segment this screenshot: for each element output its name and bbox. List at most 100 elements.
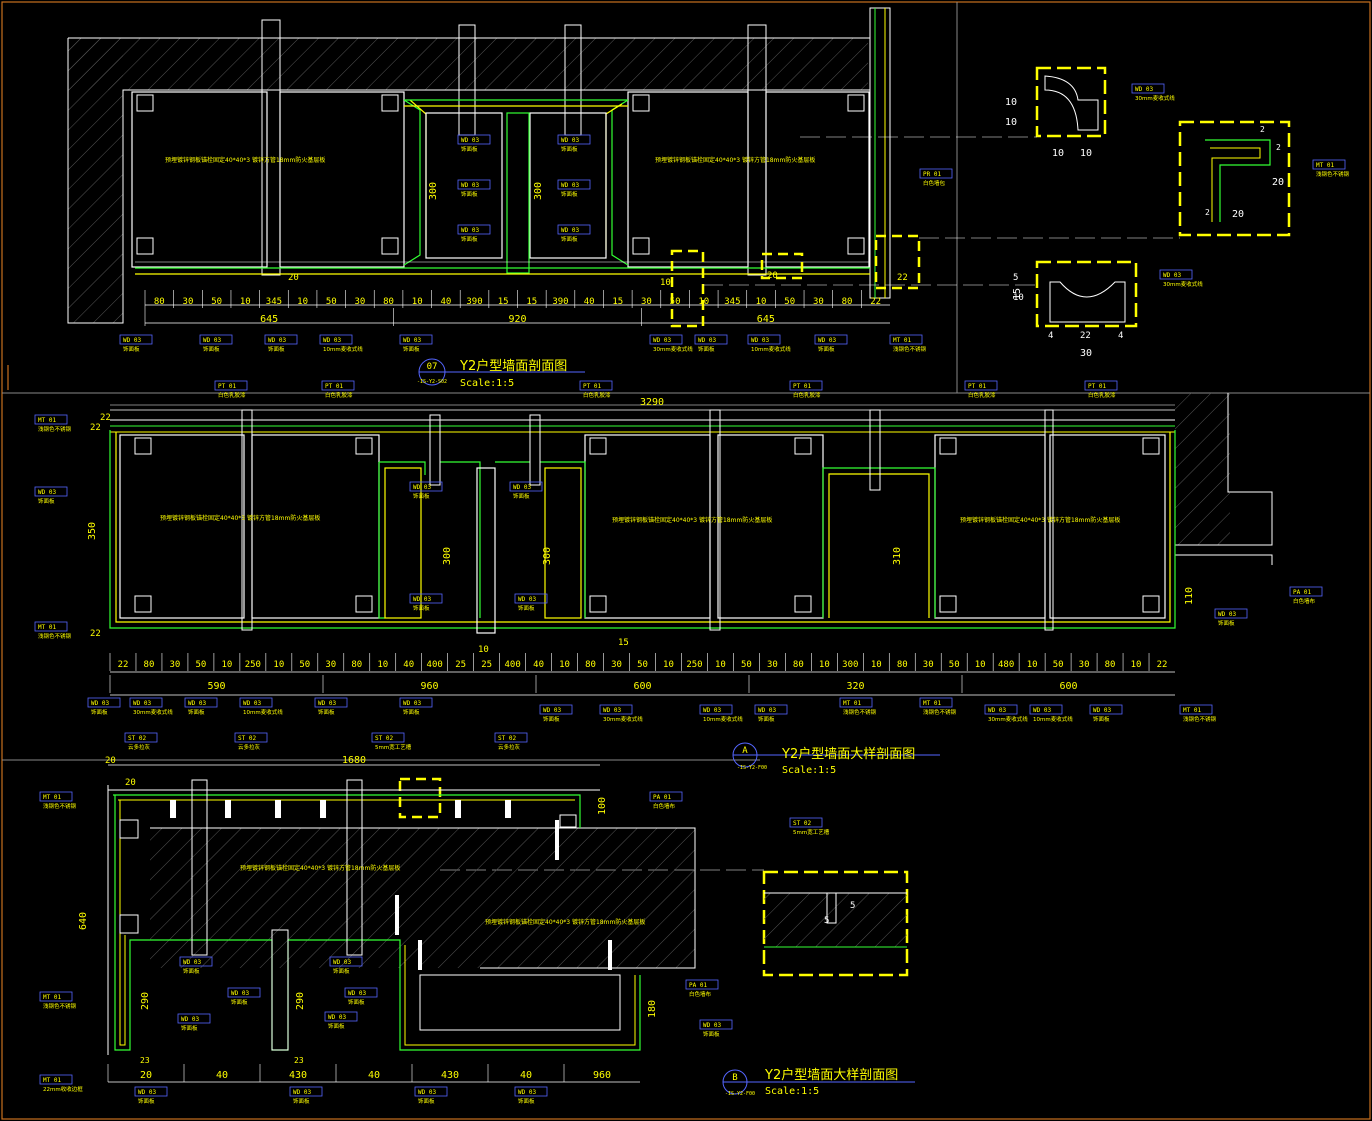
sb-vdim-20: 20 [125, 778, 136, 788]
material-tag-desc-14: 饰面板 [561, 190, 578, 198]
material-tag-desc-9: 浅钢色不锈钢 [893, 345, 927, 353]
material-tag-code-52: ST 02 [238, 735, 256, 742]
material-tag-code-60: WD 03 [333, 959, 351, 966]
s07-dim-21: 10 [756, 297, 767, 307]
material-tag-desc-35: 饰面板 [91, 708, 108, 716]
sa-dim-16: 40 [533, 660, 544, 670]
sa-top-3290: 3290 [640, 397, 664, 408]
sa-dim-24: 50 [741, 660, 752, 670]
sa-dim-36: 50 [1053, 660, 1064, 670]
material-tag-code-38: WD 03 [243, 700, 261, 707]
material-tag-desc-28: 白色乳胶漆 [1088, 391, 1116, 399]
material-tag-desc-57: 5mm宽工艺槽 [793, 828, 830, 836]
material-tag-code-70: WD 03 [418, 1089, 436, 1096]
sa-dim-0: 22 [118, 660, 129, 670]
sa-dim-11: 40 [403, 660, 414, 670]
s07-dim-18: 50 [670, 297, 681, 307]
material-tag-code-43: WD 03 [703, 707, 721, 714]
sb-dim-2: 430 [289, 1070, 307, 1081]
material-tag-code-62: WD 03 [328, 1014, 346, 1021]
sa-vdim-22a: 22 [90, 423, 101, 433]
detail-dim-2c: 20 [1232, 209, 1244, 220]
material-tag-desc-23: 白色乳胶漆 [218, 391, 246, 399]
section-07-title: Y2户型墙面剖面图 [459, 358, 567, 374]
material-tag-box-10 [457, 134, 491, 145]
material-tag-desc-11: 饰面板 [461, 190, 478, 198]
material-tag-desc-43: 10mm麦收式线 [703, 715, 743, 723]
material-tag-box-2 [264, 334, 298, 345]
sb-dim-1: 40 [216, 1070, 228, 1081]
sa-note-2: 预埋镀锌钢板锚栓固定40*40*3 镀锌方管18mm防火基层板 [612, 516, 772, 524]
material-tag-desc-20: 浅钢色不锈钢 [38, 425, 72, 433]
material-tag-desc-8: 饰面板 [818, 345, 835, 353]
material-tag-box-4 [399, 334, 433, 345]
material-tag-code-40: WD 03 [403, 700, 421, 707]
material-tag-code-34: WD 03 [1218, 611, 1236, 618]
material-tag-code-13: WD 03 [561, 137, 579, 144]
material-tag-box-23 [214, 380, 248, 391]
material-tag-code-20: MT 01 [38, 417, 56, 424]
section-b-tag: B [732, 1073, 737, 1083]
material-tag-desc-71: 饰面板 [518, 1097, 535, 1105]
sa-total-1: 960 [420, 681, 438, 692]
material-tag-box-28 [1084, 380, 1118, 391]
section-b-sheet: -IS-Y2-F00 [725, 1091, 755, 1097]
detail-dim-4b: 5 [850, 901, 855, 911]
material-tag-desc-29: 饰面板 [413, 492, 430, 500]
material-tag-box-58 [179, 956, 213, 967]
sa-total-4: 600 [1059, 681, 1077, 692]
detail-dim-2e: 2 [1276, 143, 1281, 152]
sa-dim-18: 80 [585, 660, 596, 670]
material-tag-desc-7: 10mm麦收式线 [751, 345, 791, 353]
material-tag-box-12 [457, 224, 491, 235]
material-tag-code-68: WD 03 [138, 1089, 156, 1096]
material-tag-box-6 [694, 334, 728, 345]
detail-dim-3f: 4 [1118, 331, 1123, 341]
detail-dim-3c: 10 [1013, 293, 1024, 303]
material-tag-desc-44: 饰面板 [758, 715, 775, 723]
s07-dim-24: 80 [842, 297, 853, 307]
s07-dim-17: 30 [641, 297, 652, 307]
sa-dim-23: 10 [715, 660, 726, 670]
sa-vdim-10: 10 [478, 645, 489, 655]
material-tag-box-47 [984, 704, 1018, 715]
material-tag-code-35: WD 03 [91, 700, 109, 707]
material-tag-box-50 [1179, 704, 1213, 715]
sb-dim-6: 960 [593, 1070, 611, 1081]
material-tag-desc-70: 饰面板 [418, 1097, 435, 1105]
sa-dim-20: 50 [637, 660, 648, 670]
material-tag-box-44 [754, 704, 788, 715]
material-tag-desc-5: 30mm麦收式线 [653, 345, 693, 353]
material-tag-code-53: ST 02 [375, 735, 393, 742]
material-tag-box-13 [557, 134, 591, 145]
material-tag-code-61: WD 03 [348, 990, 366, 997]
material-tag-box-62 [324, 1011, 358, 1022]
material-tag-box-68 [134, 1086, 168, 1097]
material-tag-code-54: ST 02 [498, 735, 516, 742]
s07-dim-11: 390 [466, 297, 482, 307]
vdim-10: 10 [660, 278, 671, 288]
material-tag-code-18: MT 01 [1316, 162, 1334, 169]
s07-dim-2: 50 [211, 297, 222, 307]
material-tag-desc-52: 云多拉灰 [238, 743, 261, 751]
material-tag-box-8 [814, 334, 848, 345]
material-tag-desc-37: 饰面板 [188, 708, 205, 716]
detail-dim-1b: 10 [1005, 117, 1017, 128]
sa-dim-19: 30 [611, 660, 622, 670]
detail-dim-2d: 2 [1205, 208, 1210, 217]
s07-dim-1: 30 [183, 297, 194, 307]
material-tag-box-25 [579, 380, 613, 391]
material-tag-box-39 [314, 697, 348, 708]
section-b-title: Y2户型墙面大样剖面图 [764, 1067, 898, 1083]
section-07-tag: 07 [427, 362, 438, 372]
material-tag-box-11 [457, 179, 491, 190]
material-tag-box-66 [39, 991, 73, 1002]
sb-top-20: 20 [105, 756, 116, 766]
s07-total-2: 645 [757, 314, 775, 325]
sb-vdim-290b: 290 [295, 992, 306, 1010]
material-tag-box-3 [319, 334, 353, 345]
